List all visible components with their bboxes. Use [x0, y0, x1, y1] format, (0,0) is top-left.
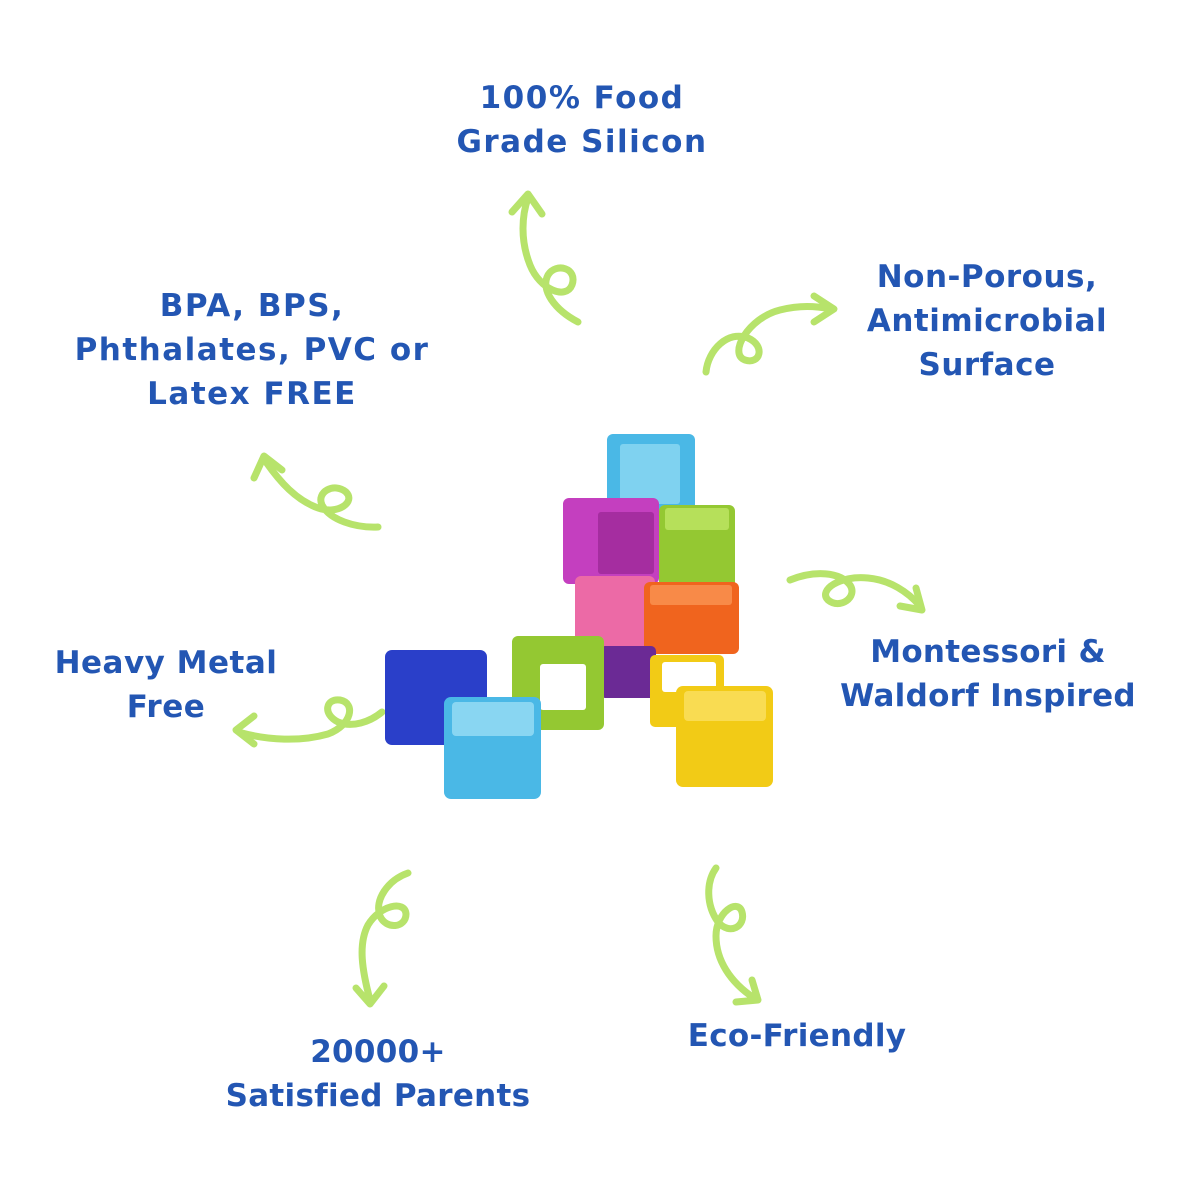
cube-magenta: [563, 498, 659, 584]
feature-food-grade: 100% Food Grade Silicon: [432, 76, 732, 164]
feature-parents-line1: 20000+: [310, 1034, 446, 1070]
cube-light-blue-top: [607, 434, 695, 514]
feature-parents-line2: Satisfied Parents: [225, 1078, 531, 1114]
feature-heavy-metal-line2: Free: [126, 689, 206, 725]
feature-eco: Eco-Friendly: [672, 1014, 922, 1058]
cube-pink: [575, 576, 655, 648]
feature-non-porous: Non-Porous, Antimicrobial Surface: [852, 255, 1122, 387]
feature-montessori-line1: Montessori &: [870, 634, 1106, 670]
cube-green-upper: [659, 505, 735, 591]
curly-arrow-icon: [232, 696, 386, 748]
feature-bpa-free-line3: Latex FREE: [147, 376, 357, 412]
feature-food-grade-line2: Grade Silicon: [456, 124, 708, 160]
cube-yellow-front: [676, 686, 773, 787]
curly-arrow-icon: [352, 869, 412, 1008]
feature-eco-line1: Eco-Friendly: [687, 1018, 907, 1054]
curly-arrow-icon: [705, 864, 762, 1006]
curly-arrow-icon: [508, 190, 582, 326]
curly-arrow-icon: [250, 452, 382, 531]
feature-parents: 20000+ Satisfied Parents: [222, 1030, 534, 1118]
feature-montessori-line2: Waldorf Inspired: [840, 678, 1136, 714]
feature-montessori: Montessori & Waldorf Inspired: [838, 630, 1138, 718]
cube-orange: [644, 582, 739, 654]
curly-arrow-icon: [702, 292, 838, 376]
feature-food-grade-line1: 100% Food: [479, 80, 685, 116]
feature-bpa-free: BPA, BPS, Phthalates, PVC or Latex FREE: [42, 284, 462, 416]
feature-non-porous-line3: Surface: [918, 347, 1056, 383]
curly-arrow-icon: [786, 570, 926, 614]
feature-bpa-free-line1: BPA, BPS,: [159, 288, 345, 324]
cube-light-blue-front: [444, 697, 541, 799]
feature-heavy-metal: Heavy Metal Free: [46, 641, 286, 729]
feature-non-porous-line2: Antimicrobial: [866, 303, 1108, 339]
feature-non-porous-line1: Non-Porous,: [876, 259, 1098, 295]
cube-purple: [600, 646, 656, 698]
feature-bpa-free-line2: Phthalates, PVC or: [74, 332, 430, 368]
feature-heavy-metal-line1: Heavy Metal: [54, 645, 278, 681]
